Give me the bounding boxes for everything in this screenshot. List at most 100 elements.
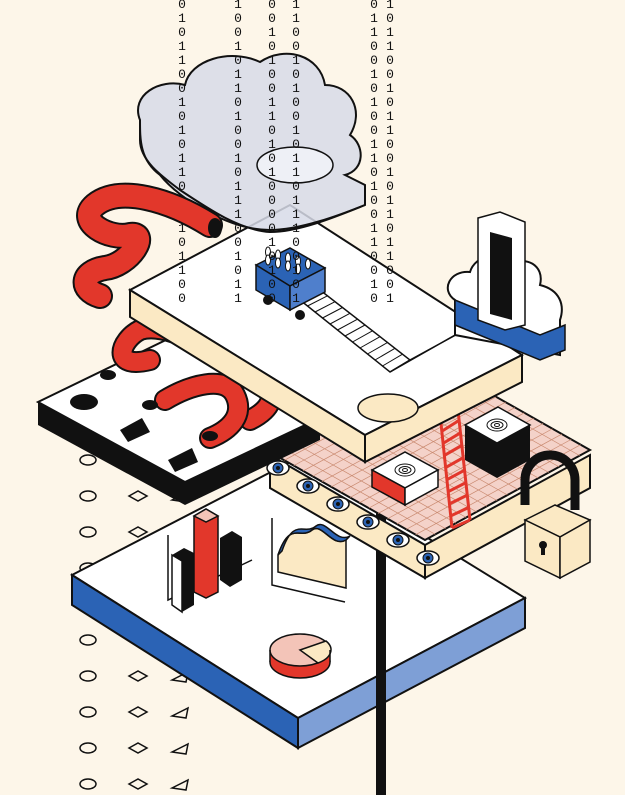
binary-digit: 0: [370, 193, 378, 208]
binary-digit: 0: [370, 207, 378, 222]
binary-digit: 1: [386, 249, 394, 264]
binary-digit: 1: [178, 263, 186, 278]
binary-digit: 1: [386, 0, 394, 12]
binary-digit: 1: [234, 207, 242, 222]
binary-digit: 0: [268, 151, 276, 166]
binary-digit: 0: [178, 277, 186, 292]
binary-digit: 0: [268, 81, 276, 96]
binary-digit: 1: [234, 0, 242, 12]
bottom-platform: [69, 456, 528, 750]
binary-digit: 1: [268, 25, 276, 40]
binary-digit: 0: [370, 291, 378, 306]
fingerprint-icon: [370, 451, 440, 507]
binary-digit: 1: [386, 81, 394, 96]
binary-digit: 1: [268, 137, 276, 152]
conveyor-icon: [298, 289, 506, 373]
binary-digit: 0: [386, 179, 394, 194]
binary-digit: 0: [234, 221, 242, 236]
area-chart-icon: [271, 518, 351, 603]
binary-digit: 1: [178, 39, 186, 54]
binary-digit: 1: [268, 165, 276, 180]
binary-digit: 1: [292, 53, 300, 68]
binary-digit: 1: [386, 193, 394, 208]
binary-digit: 1: [268, 235, 276, 250]
shape-tri: [169, 742, 190, 755]
cart-icon: [254, 246, 327, 320]
binary-digit: 0: [386, 221, 394, 236]
binary-digit: 0: [386, 67, 394, 82]
binary-digit: 0: [178, 137, 186, 152]
binary-digit: 1: [292, 123, 300, 138]
binary-digit: 1: [178, 165, 186, 180]
binary-digit: 1: [292, 0, 300, 12]
binary-digit: 1: [234, 249, 242, 264]
binary-digit: 0: [292, 235, 300, 250]
binary-digit: 1: [370, 11, 378, 26]
binary-digit: 0: [234, 235, 242, 250]
binary-digit: 0: [178, 81, 186, 96]
binary-digit: 1: [386, 291, 394, 306]
binary-digit: 0: [292, 109, 300, 124]
binary-digit: 0: [268, 291, 276, 306]
binary-digit: 0: [178, 291, 186, 306]
binary-digit: 0: [268, 207, 276, 222]
binary-digit: 1: [370, 25, 378, 40]
fingerprint-box-black: [463, 406, 532, 478]
binary-digit: 1: [370, 137, 378, 152]
binary-digit: 1: [234, 291, 242, 306]
binary-digit: 1: [178, 123, 186, 138]
binary-digit: 1: [178, 11, 186, 26]
binary-digit: 1: [234, 39, 242, 54]
pie-chart-icon: [269, 633, 332, 679]
binary-digit: 1: [234, 179, 242, 194]
shape-circle: [79, 526, 97, 538]
binary-digit: 1: [234, 109, 242, 124]
binary-digit: 1: [234, 277, 242, 292]
shape-circle: [79, 670, 97, 682]
binary-digit: 0: [370, 249, 378, 264]
binary-digit: 1: [292, 165, 300, 180]
shape-diamond: [127, 742, 149, 754]
binary-digit: 0: [268, 123, 276, 138]
pole-icon: [376, 410, 386, 795]
binary-digit: 1: [386, 123, 394, 138]
binary-digit: 0: [370, 263, 378, 278]
shape-diamond: [127, 778, 149, 790]
binary-digit: 1: [292, 291, 300, 306]
shape-circle: [79, 778, 97, 790]
binary-digit: 0: [292, 67, 300, 82]
binary-digit: 1: [268, 263, 276, 278]
eye-icon: [266, 460, 290, 476]
binary-digit: 1: [268, 109, 276, 124]
binary-digit: 1: [370, 277, 378, 292]
binary-digit: 1: [178, 249, 186, 264]
binary-digit: 1: [178, 151, 186, 166]
binary-digit: 0: [178, 25, 186, 40]
shape-diamond: [127, 490, 149, 502]
binary-digit: 0: [386, 11, 394, 26]
binary-digit: 0: [268, 11, 276, 26]
top-pipe-icon: [72, 182, 223, 309]
eye-icon: [416, 550, 440, 566]
binary-digit: 1: [370, 95, 378, 110]
binary-digit: 1: [268, 53, 276, 68]
binary-digit: 1: [234, 151, 242, 166]
binary-digit: 1: [178, 95, 186, 110]
binary-digit: 1: [234, 81, 242, 96]
binary-digit: 0: [292, 249, 300, 264]
binary-digit: 0: [386, 137, 394, 152]
binary-digit: 1: [386, 39, 394, 54]
binary-digit: 0: [268, 179, 276, 194]
eye-icon: [386, 532, 410, 548]
binary-digit: 0: [268, 193, 276, 208]
binary-digit: 0: [234, 165, 242, 180]
binary-digit: 1: [292, 207, 300, 222]
binary-digit: 1: [292, 193, 300, 208]
binary-digit: 0: [178, 179, 186, 194]
binary-digit: 0: [370, 123, 378, 138]
binary-digit: 0: [370, 0, 378, 12]
binary-digit: 0: [370, 165, 378, 180]
binary-digit: 0: [178, 67, 186, 82]
binary-digit: 0: [234, 11, 242, 26]
